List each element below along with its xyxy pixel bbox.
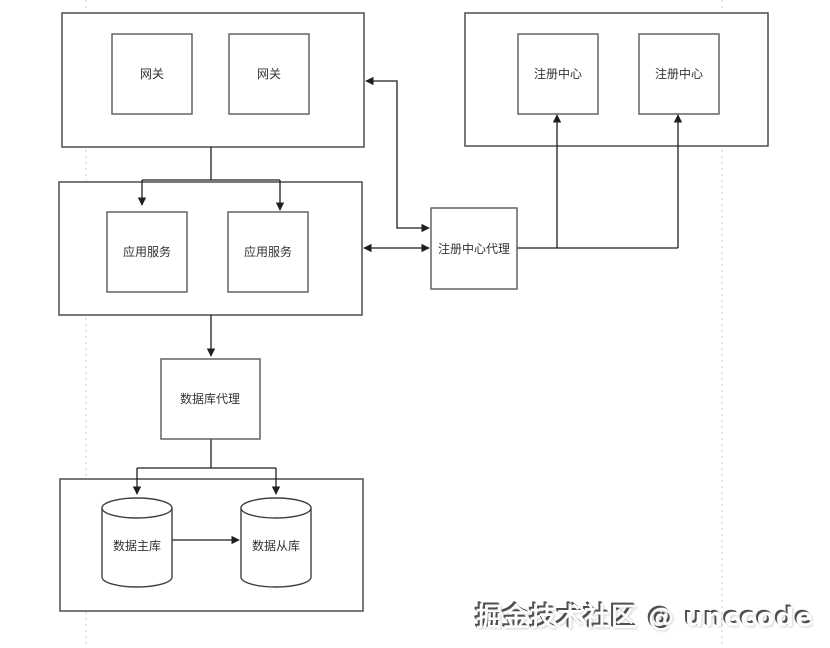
db-slave-cylinder-top: [240, 497, 312, 519]
app-1-label: 应用服务: [123, 244, 171, 259]
registry-1-label: 注册中心: [534, 66, 582, 81]
app-group-box: [58, 181, 363, 316]
db-master-label: 数据主库: [113, 538, 161, 553]
db-proxy-box: [160, 358, 261, 440]
registry-group-box: [464, 12, 769, 147]
db-slave-label: 数据从库: [252, 538, 300, 553]
app-2-box: [227, 211, 309, 293]
gateway-1-label: 网关: [140, 67, 164, 81]
registry-proxy-label: 注册中心代理: [438, 241, 510, 256]
registry-1-box: [517, 33, 599, 115]
gateway-group-box: [61, 12, 365, 148]
app-1-box: [106, 211, 188, 293]
db-slave-cylinder: [240, 508, 312, 588]
watermark-text: 掘金技术社区 @ unccode: [475, 603, 814, 633]
db-proxy-label: 数据库代理: [180, 391, 240, 406]
registry-proxy-box: [430, 207, 518, 290]
app-2-label: 应用服务: [244, 244, 292, 259]
gateway-2-label: 网关: [257, 67, 281, 81]
db-master-cylinder-top: [101, 497, 173, 519]
registry-2-label: 注册中心: [655, 66, 703, 81]
registry-2-box: [638, 33, 720, 115]
edge-proxy-gateway: [365, 76, 430, 233]
gateway-2-box: [228, 33, 310, 115]
gateway-1-box: [111, 33, 193, 115]
db-master-cylinder: [101, 508, 173, 588]
